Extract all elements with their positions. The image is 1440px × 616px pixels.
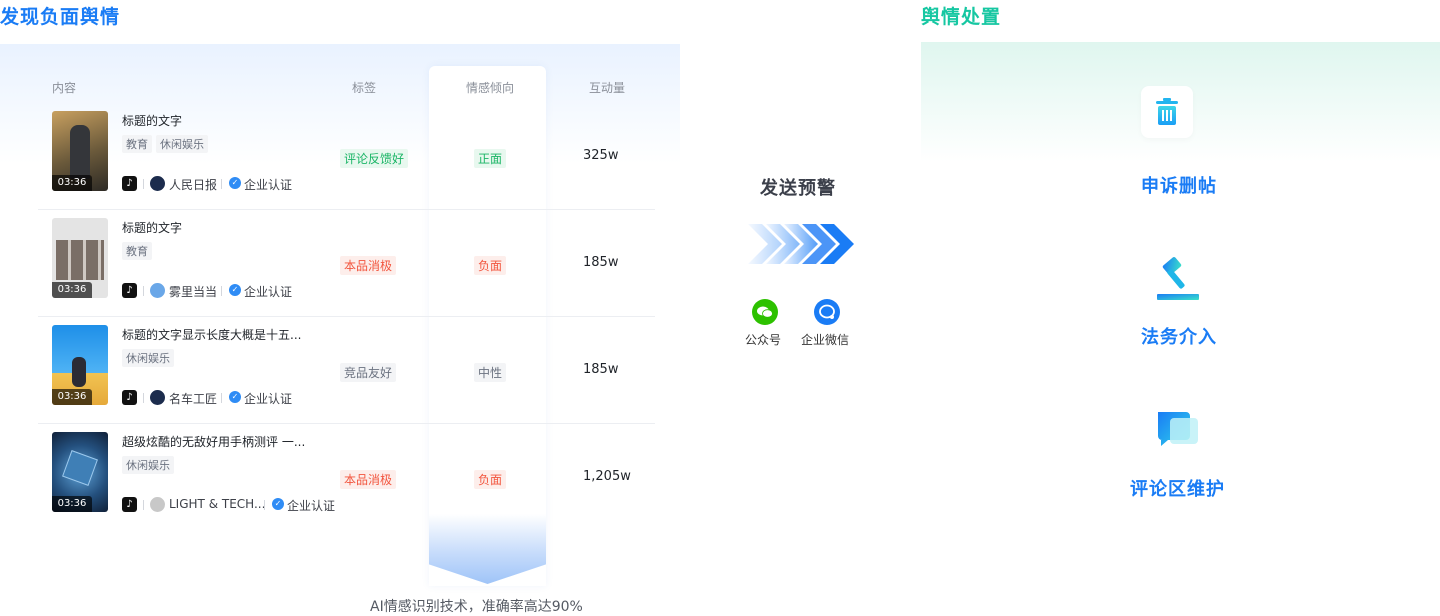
sentiment-tag: 中性 bbox=[474, 363, 506, 382]
verified-icon: ✓ bbox=[229, 391, 241, 403]
header-content: 内容 bbox=[52, 81, 77, 95]
avatar bbox=[150, 497, 165, 512]
verified-icon: ✓ bbox=[272, 498, 284, 510]
verified-label: 企业认证 bbox=[244, 178, 293, 192]
video-title[interactable]: 超级炫酷的无敌好用手柄测评 一... bbox=[122, 435, 306, 449]
verified-label: 企业认证 bbox=[244, 392, 293, 406]
verified-label: 企业认证 bbox=[244, 285, 293, 299]
video-duration: 03:36 bbox=[52, 282, 92, 298]
section-title-discover: 发现负面舆情 bbox=[0, 6, 121, 28]
content-tag: 休闲娱乐 bbox=[122, 456, 174, 474]
channel-label-wechat: 公众号 bbox=[745, 333, 782, 347]
action-label-legal[interactable]: 法务介入 bbox=[1141, 327, 1217, 348]
label-tag: 本品消极 bbox=[340, 470, 397, 489]
gavel-icon[interactable] bbox=[1152, 254, 1204, 306]
sentiment-tag: 负面 bbox=[474, 256, 506, 275]
header-label: 标签 bbox=[352, 81, 377, 95]
avatar bbox=[150, 390, 165, 405]
sentiment-tag: 正面 bbox=[474, 149, 506, 168]
account-name[interactable]: 名车工匠 bbox=[169, 392, 218, 406]
sentiment-table-panel: 内容 标签 情感倾向 互动量 03:36 标题的文字 教育休闲娱乐 ♪ 人民日报… bbox=[0, 44, 680, 616]
tiktok-icon: ♪ bbox=[122, 497, 137, 512]
video-duration: 03:36 bbox=[52, 496, 92, 512]
comment-icon[interactable] bbox=[1152, 404, 1204, 456]
interaction-count: 325w bbox=[583, 148, 619, 163]
tiktok-icon: ♪ bbox=[122, 283, 137, 298]
account-name[interactable]: 人民日报 bbox=[169, 178, 218, 192]
sentiment-tag: 负面 bbox=[474, 470, 506, 489]
verified-label: 企业认证 bbox=[287, 499, 336, 513]
interaction-count: 185w bbox=[583, 255, 619, 270]
label-tag: 竞品友好 bbox=[340, 363, 397, 382]
trash-icon[interactable] bbox=[1141, 86, 1193, 138]
avatar bbox=[150, 283, 165, 298]
section-title-handle: 舆情处置 bbox=[921, 6, 1002, 28]
content-tag: 休闲娱乐 bbox=[122, 349, 174, 367]
interaction-count: 1,205w bbox=[583, 469, 631, 484]
table-row[interactable]: 03:36 超级炫酷的无敌好用手柄测评 一... 休闲娱乐 ♪ LIGHT & … bbox=[38, 424, 655, 531]
label-tag: 评论反馈好 bbox=[340, 149, 409, 168]
table-row[interactable]: 03:36 标题的文字显示长度大概是十五... 休闲娱乐 ♪ 名车工匠 ✓ 企业… bbox=[38, 317, 655, 424]
interaction-count: 185w bbox=[583, 362, 619, 377]
video-duration: 03:36 bbox=[52, 389, 92, 405]
video-thumbnail[interactable]: 03:36 bbox=[52, 325, 108, 405]
account-name[interactable]: LIGHT & TECH... bbox=[169, 497, 266, 511]
label-tag: 本品消极 bbox=[340, 256, 397, 275]
action-label-appeal-delete[interactable]: 申诉删帖 bbox=[1141, 176, 1217, 197]
header-sentiment: 情感倾向 bbox=[466, 81, 515, 95]
video-title[interactable]: 标题的文字 bbox=[122, 114, 183, 128]
wecom-icon[interactable] bbox=[814, 299, 840, 325]
video-thumbnail[interactable]: 03:36 bbox=[52, 432, 108, 512]
tiktok-icon: ♪ bbox=[122, 390, 137, 405]
chevron-arrows-icon bbox=[748, 224, 854, 264]
action-label-comment-maintain[interactable]: 评论区维护 bbox=[1130, 479, 1225, 500]
avatar bbox=[150, 176, 165, 191]
table-row[interactable]: 03:36 标题的文字 教育休闲娱乐 ♪ 人民日报 ✓ 企业认证 评论反馈好 正… bbox=[38, 103, 655, 210]
send-warning-title: 发送预警 bbox=[760, 178, 836, 199]
tiktok-icon: ♪ bbox=[122, 176, 137, 191]
wechat-icon[interactable] bbox=[752, 299, 778, 325]
video-thumbnail[interactable]: 03:36 bbox=[52, 218, 108, 298]
verified-icon: ✓ bbox=[229, 177, 241, 189]
channel-label-wecom: 企业微信 bbox=[801, 333, 850, 347]
video-duration: 03:36 bbox=[52, 175, 92, 191]
account-name[interactable]: 雾里当当 bbox=[169, 285, 218, 299]
content-tag: 教育 bbox=[122, 242, 152, 260]
ai-caption: AI情感识别技术，准确率高达90% bbox=[370, 599, 583, 615]
video-title[interactable]: 标题的文字显示长度大概是十五... bbox=[122, 328, 302, 342]
header-metric: 互动量 bbox=[589, 81, 626, 95]
content-tag: 休闲娱乐 bbox=[156, 135, 208, 153]
content-tag: 教育 bbox=[122, 135, 152, 153]
verified-icon: ✓ bbox=[229, 284, 241, 296]
video-thumbnail[interactable]: 03:36 bbox=[52, 111, 108, 191]
table-row[interactable]: 03:36 标题的文字 教育 ♪ 雾里当当 ✓ 企业认证 本品消极 负面 185… bbox=[38, 210, 655, 317]
video-title[interactable]: 标题的文字 bbox=[122, 221, 183, 235]
